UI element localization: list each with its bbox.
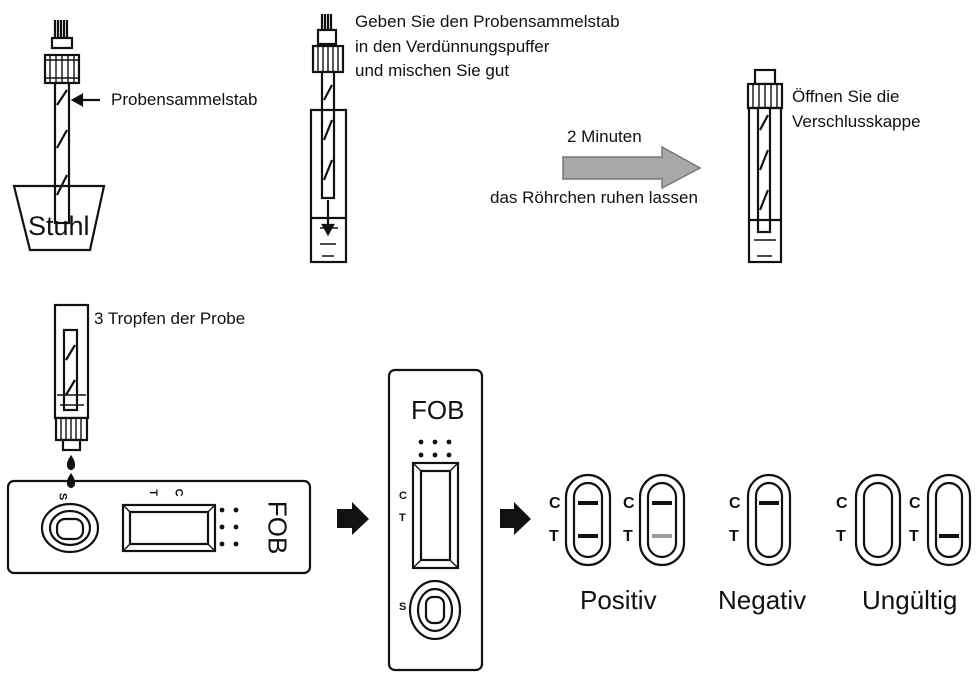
inv2-t: T: [909, 528, 919, 545]
result-invalid-label: Ungültig: [862, 585, 958, 615]
step2-line3: und mischen Sie gut: [355, 61, 510, 80]
wait-arrow: [562, 145, 702, 190]
wait-instruction: das Röhrchen ruhen lassen: [490, 188, 698, 207]
result-positive-label: Positiv: [580, 585, 657, 615]
neg-t: T: [729, 528, 739, 545]
pos2-t: T: [623, 528, 633, 545]
stick-label: Probensammelstab: [111, 90, 258, 109]
v-cassette-brand: FOB: [411, 395, 465, 425]
inv1-t: T: [836, 528, 846, 545]
h-cassette-t: T: [146, 489, 159, 496]
stool-cup-with-stick: [12, 20, 106, 252]
h-cassette-c: C: [172, 488, 185, 497]
result-negative-label: Negativ: [718, 585, 807, 615]
neg-c: C: [729, 495, 741, 512]
tube-dropping: [53, 303, 90, 489]
arrow-1: [337, 502, 369, 535]
result-negative: [746, 473, 792, 567]
step2-line2: in den Verdünnungspuffer: [355, 37, 550, 56]
result-invalid-1: [854, 473, 902, 567]
pos1-t: T: [549, 528, 559, 545]
pos1-c: C: [549, 495, 561, 512]
h-cassette-s: S: [56, 492, 69, 501]
v-cassette-c: C: [399, 490, 407, 502]
tube-capped: [746, 68, 784, 264]
wait-time: 2 Minuten: [567, 127, 642, 146]
stool-label: Stuhl: [28, 211, 90, 241]
drops-instruction: 3 Tropfen der Probe: [94, 309, 246, 328]
tube-with-stick: [309, 14, 348, 264]
inv2-c: C: [909, 495, 921, 512]
step4-line1: Öffnen Sie die: [792, 87, 900, 106]
v-cassette-t: T: [399, 512, 406, 524]
cassette-horizontal: [6, 479, 312, 575]
v-cassette-s: S: [399, 601, 407, 613]
arrow-2: [500, 502, 531, 535]
pos2-c: C: [623, 495, 635, 512]
cassette-vertical: [387, 368, 484, 672]
result-invalid-2: [926, 473, 972, 567]
inv1-c: C: [836, 495, 848, 512]
result-positive-1: [564, 473, 612, 567]
step4-line2: Verschlusskappe: [792, 112, 921, 131]
h-cassette-brand: FOB: [262, 500, 293, 555]
result-positive-2: [638, 473, 686, 567]
step2-line1: Geben Sie den Probensammelstab: [355, 12, 620, 31]
